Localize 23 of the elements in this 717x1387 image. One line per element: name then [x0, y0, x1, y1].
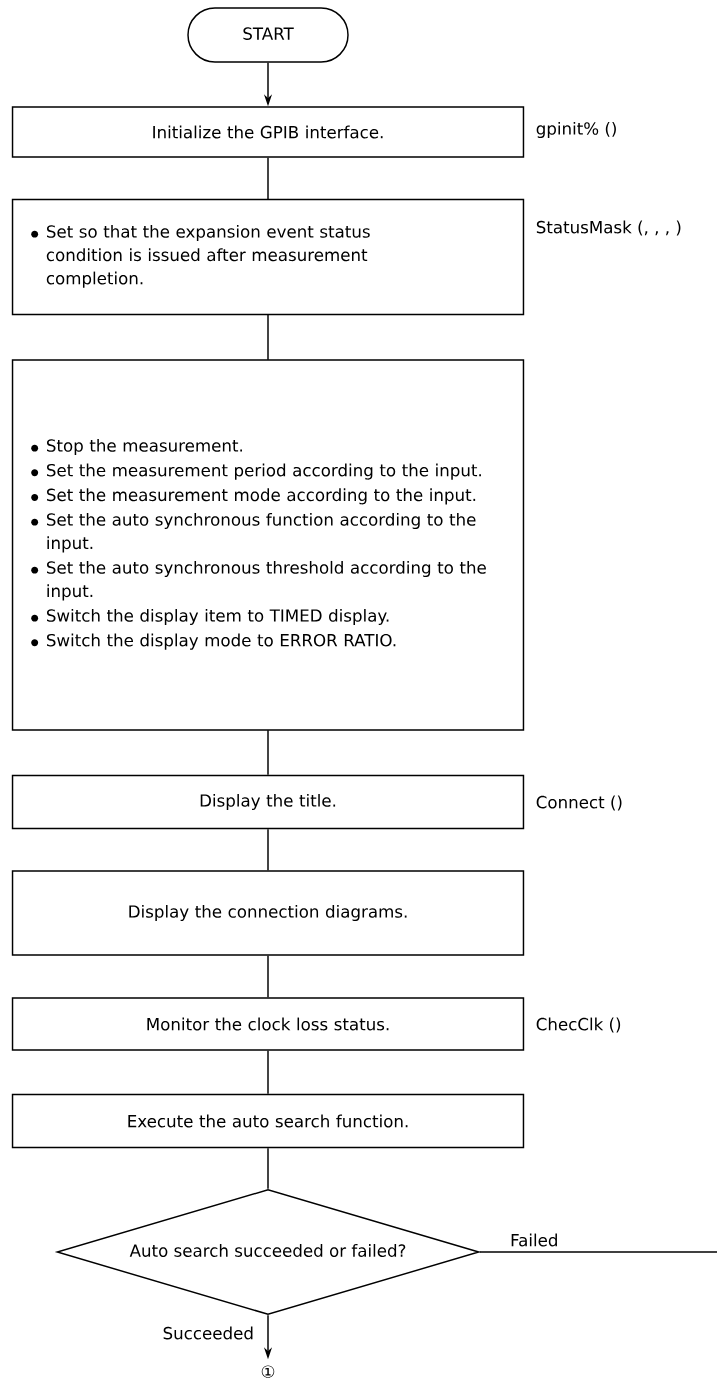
process-box: Initialize the GPIB interface.: [11, 106, 525, 158]
process-box: Set so that the expansion event status condition is issued after measurement completion.: [11, 198, 525, 316]
connector-line: [267, 1050, 269, 1095]
function-name: StatusMask (, , , ): [536, 220, 681, 236]
connector-line: [479, 1251, 717, 1253]
connector-line: [267, 1147, 269, 1190]
connector-line: [267, 729, 269, 776]
process-box: Display the connection diagrams.: [11, 870, 525, 956]
function-name: Connect (): [536, 795, 622, 811]
edge-label: Failed: [508, 1232, 560, 1248]
edge-label: Succeeded: [161, 1325, 256, 1341]
process-box: Monitor the clock loss status.: [11, 997, 525, 1051]
process-box: Display the title.: [11, 774, 525, 830]
process-box: Stop the measurement. Set the measurement period according to the input. Set the measurement mode according to the input. Set the auto synchronous function according to the input. Set the auto synchronous threshold according to the input. Switch the display item to TIMED display. Switch the display mode to ERROR RATIO.: [11, 359, 525, 731]
terminal-box: START: [187, 7, 349, 63]
connector-line: [267, 314, 269, 361]
connector-symbol: ①: [261, 1365, 275, 1378]
function-name: gpinit% (): [536, 121, 616, 139]
connector-line: [267, 828, 269, 871]
process-box: Execute the auto search function.: [11, 1093, 525, 1149]
connector-line: [267, 157, 269, 200]
function-name: ChecClk (): [536, 1017, 621, 1033]
connector-line: [267, 955, 269, 998]
